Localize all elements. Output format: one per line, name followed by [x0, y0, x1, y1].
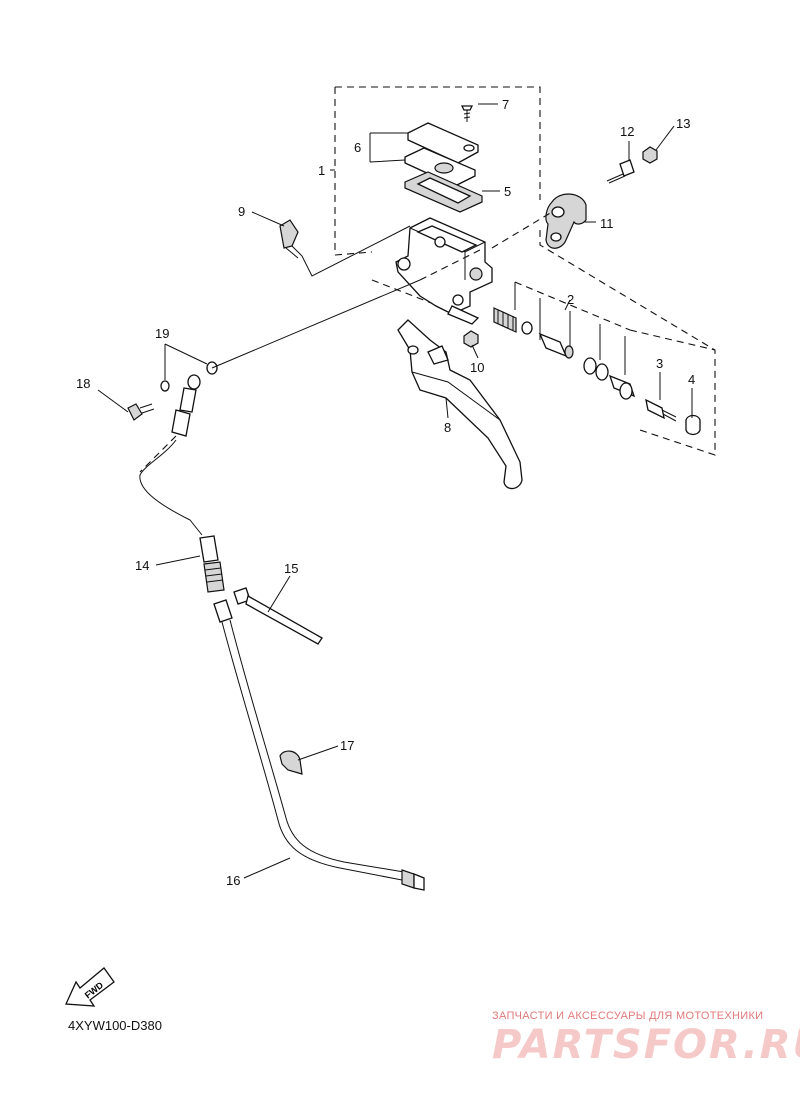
callout-17: 17: [340, 738, 354, 753]
callout-13: 13: [676, 116, 690, 131]
hose-upper-fitting: [171, 374, 201, 437]
callout-12: 12: [620, 124, 634, 139]
callout-7: 7: [502, 97, 509, 112]
callout-15: 15: [284, 561, 298, 576]
clutch-lever: [397, 319, 523, 490]
clutch-hose: [139, 439, 203, 536]
handlebar-clamp: [545, 193, 587, 249]
copper-washer-lower: [160, 380, 170, 392]
piston-kit-outline: [514, 281, 716, 351]
clutch-pipe: [213, 599, 425, 891]
callout-11: 11: [600, 216, 614, 231]
diagram-code: 4XYW100-D380: [68, 1018, 162, 1033]
callout-8: 8: [444, 420, 451, 435]
callout-19: 19: [155, 326, 169, 341]
piston-kit: [493, 307, 636, 400]
union-bolt: [127, 403, 155, 421]
clutch-hose-dash: [139, 435, 177, 473]
callout-16: 16: [226, 873, 240, 888]
watermark-tagline: ЗАПЧАСТИ И АКСЕССУАРЫ ДЛЯ МОТОТЕХНИКИ: [492, 1010, 764, 1022]
callout-4: 4: [688, 372, 695, 387]
callout-9: 9: [238, 204, 245, 219]
hose-joint: [199, 535, 225, 593]
push-rod: [645, 398, 677, 422]
callout-6: 6: [354, 140, 361, 155]
reservoir-group-outline: [334, 86, 541, 256]
pipe-clamp: [279, 750, 303, 775]
cable-tie: [233, 587, 323, 645]
callout-5: 5: [504, 184, 511, 199]
callout-2: 2: [567, 292, 574, 307]
callout-1: 1: [318, 163, 325, 178]
rod-boot: [685, 414, 701, 436]
callout-18: 18: [76, 376, 90, 391]
clamp-nut: [642, 146, 658, 164]
master-cylinder-body: [395, 217, 493, 325]
banjo-bolt: [279, 219, 303, 259]
leader-lines: [97, 103, 693, 879]
diaphragm: [404, 171, 483, 213]
clamp-bolt: [606, 159, 635, 184]
callout-10: 10: [470, 360, 484, 375]
fwd-arrow-icon: [65, 967, 115, 1007]
reservoir-cap: [407, 122, 479, 164]
callout-14: 14: [135, 558, 149, 573]
watermark-brand: PARTSFOR.RU: [492, 1022, 800, 1068]
callout-3: 3: [656, 356, 663, 371]
cap-screw: [460, 105, 474, 122]
lever-nut: [463, 330, 479, 348]
